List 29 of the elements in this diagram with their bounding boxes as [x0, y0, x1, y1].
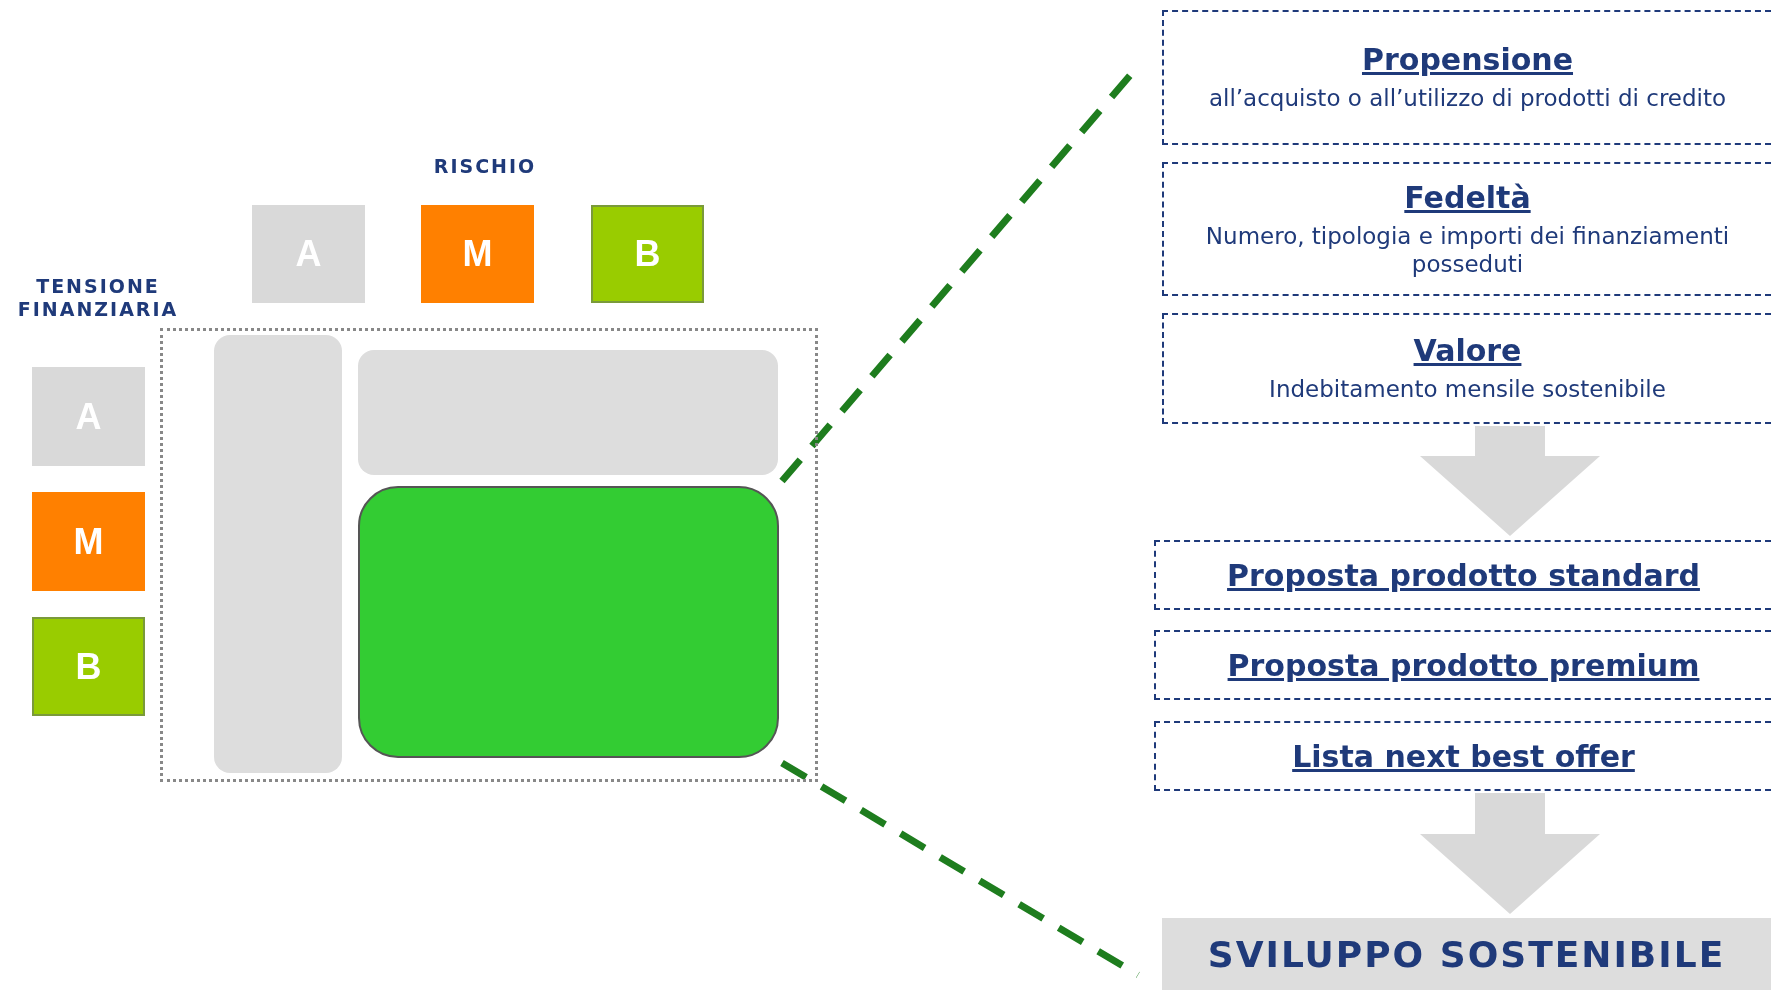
description: Indebitamento mensile sostenibile: [1269, 376, 1666, 404]
axis-label: TENSIONE FINANZIARIA: [16, 275, 180, 321]
segment-bar: [358, 350, 778, 475]
rating-box: B: [32, 617, 145, 716]
heading: Lista next best offer: [1292, 738, 1635, 774]
rating-box: M: [421, 205, 534, 303]
axis-label: RISCHIO: [432, 155, 538, 178]
criterion-box: [1162, 10, 1771, 145]
heading: Propensione: [1362, 42, 1573, 78]
description: Numero, tipologia e importi dei finanziamenti posseduti: [1204, 222, 1731, 279]
zoom-line: [780, 760, 1140, 978]
criterion-box: [1162, 162, 1771, 296]
result-banner: SVILUPPO SOSTENIBILE: [1162, 918, 1771, 990]
rating-box: B: [591, 205, 704, 303]
segment-bar: [214, 335, 342, 773]
heading: Fedeltà: [1404, 179, 1531, 215]
criterion-box: [1154, 721, 1771, 791]
criterion-box: [1162, 313, 1771, 424]
arrow: [1420, 793, 1600, 914]
heading: Valore: [1413, 333, 1522, 369]
criterion-box: [1154, 630, 1771, 700]
rating-box: M: [32, 492, 145, 591]
heading: Proposta prodotto premium: [1227, 647, 1700, 683]
criterion-box: [1154, 540, 1771, 610]
matrix-frame: [160, 328, 818, 782]
highlight-box: [358, 486, 779, 758]
heading: Proposta prodotto standard: [1227, 557, 1700, 593]
arrow: [1420, 426, 1600, 536]
description: all’acquisto o all’utilizzo di prodotti di credito: [1208, 85, 1727, 113]
